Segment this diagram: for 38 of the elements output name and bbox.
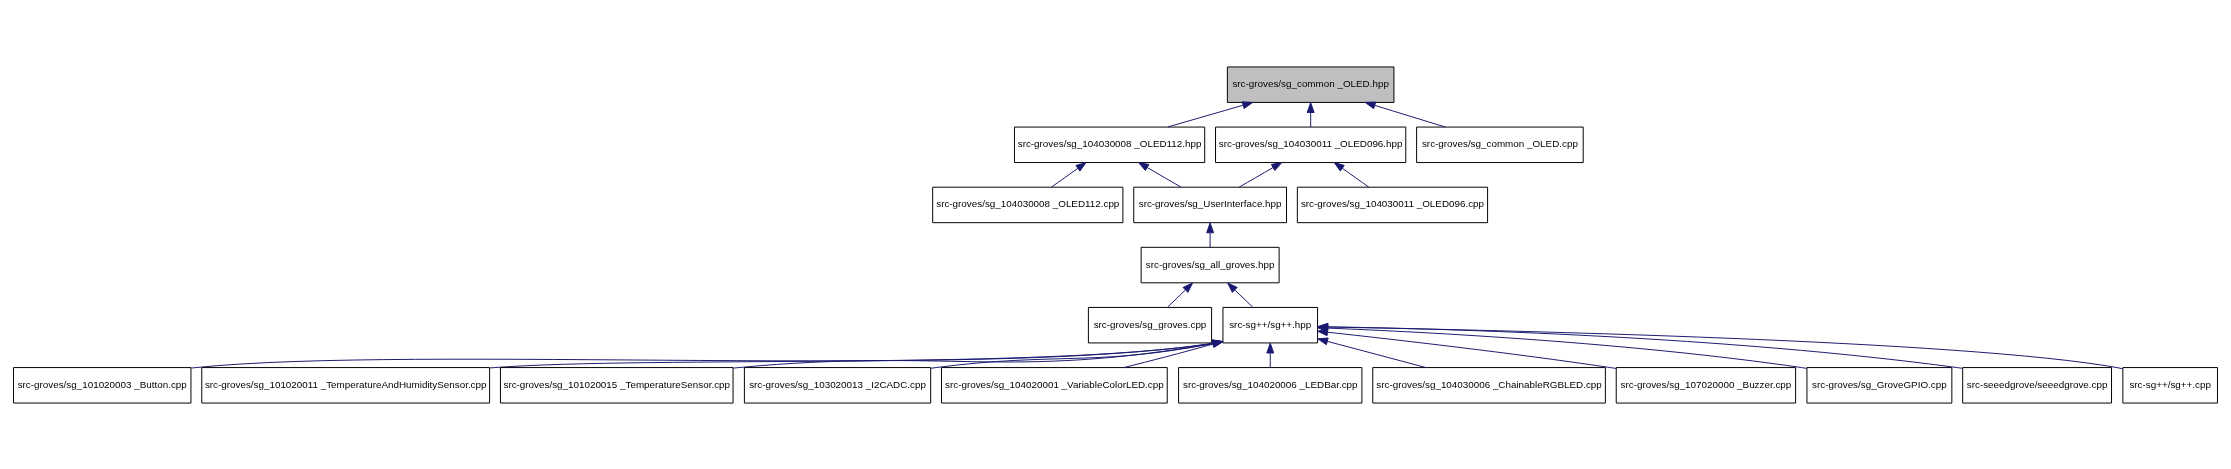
node-box: src-groves/sg_104020006 _LEDBar.cpp (1178, 366, 1363, 404)
arrow (489, 339, 1224, 368)
arrow (1227, 282, 1254, 308)
arrow (1306, 101, 1315, 127)
node-box: src-groves/sg_UserInterface.hpp (1133, 186, 1287, 223)
node-box: src-groves/sg_GroveGPIO.cpp (1806, 366, 1953, 404)
node-box: src-groves/sg_101020003 _Button.cpp (13, 366, 192, 404)
node-box: src-groves/sg_104030006 _ChainableRGBLED.cpp (1372, 366, 1606, 404)
node-box: src-groves/sg_101020015 _TemperatureSensor.cpp (499, 366, 734, 404)
node-box: src-groves/sg_104020001 _VariableColorLED.cpp (941, 366, 1168, 404)
arrow (1166, 282, 1194, 308)
arrow (1138, 161, 1182, 188)
node-box: src-seeedgrove/seeedgrove.cpp (1962, 366, 2112, 404)
node-box: src-groves/sg_107020000 _Buzzer.cpp (1615, 366, 1797, 404)
arrow (1317, 337, 1427, 368)
node-box: src-groves/sg_104030011 _OLED096.cpp (1296, 186, 1489, 223)
arrow (930, 339, 1224, 369)
node-box: src-groves/sg_all_groves.hpp (1140, 246, 1280, 283)
node-box: src-groves/sg_common _OLED.cpp (1416, 126, 1584, 163)
arrow (1364, 101, 1446, 127)
arrow (732, 339, 1224, 369)
arrow (1050, 161, 1087, 188)
arrow (1206, 221, 1215, 248)
node-box: src-groves/sg_groves.cpp (1087, 306, 1213, 343)
arrow (1238, 161, 1283, 188)
node-box: src-groves/sg_104030011 _OLED096.hpp (1215, 126, 1407, 163)
node-box: src-sg++/sg++.cpp (2122, 366, 2218, 404)
arrow (190, 338, 1224, 369)
node-box: src-groves/sg_103020013 _I2CADC.cpp (743, 366, 932, 404)
arrow (1123, 339, 1224, 368)
node-box: src-groves/sg_101020011 _TemperatureAndHumiditySensor.cpp (201, 366, 491, 404)
arrow (1167, 100, 1254, 127)
node-box: src-groves/sg_common _OLED.hpp (1226, 65, 1395, 103)
node-box: src-sg++/sg++.hpp (1222, 306, 1319, 343)
node-box: src-groves/sg_104030008 _OLED112.hpp (1013, 126, 1206, 163)
node-box: src-groves/sg_104030008 _OLED112.cpp (932, 186, 1124, 223)
arrow (1333, 161, 1370, 188)
arrow (1266, 342, 1275, 368)
